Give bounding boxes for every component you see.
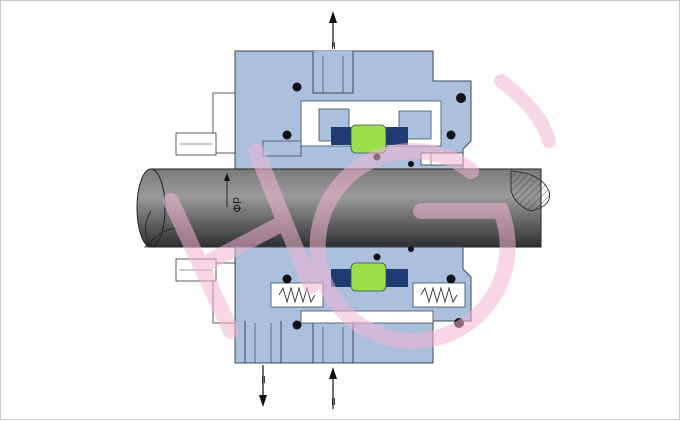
lower-seal-faces — [331, 262, 408, 292]
shaft-diameter-label: dΦ — [230, 197, 243, 213]
upper-seal-faces — [331, 124, 408, 154]
top-port-mark: = — [327, 41, 340, 50]
hg-watermark-logo — [163, 74, 556, 349]
bottom-right-port-mark: = — [327, 397, 340, 406]
bottom-left-port-mark: = — [257, 375, 270, 384]
right-spring — [420, 286, 458, 304]
upper-housing — [175, 50, 472, 170]
bottom-right-arrow: = — [327, 367, 340, 409]
left-spring — [278, 286, 316, 304]
upper-o-rings — [282, 82, 466, 167]
top-outlet-arrow: = — [327, 11, 340, 50]
bottom-left-arrow: = — [257, 365, 270, 407]
